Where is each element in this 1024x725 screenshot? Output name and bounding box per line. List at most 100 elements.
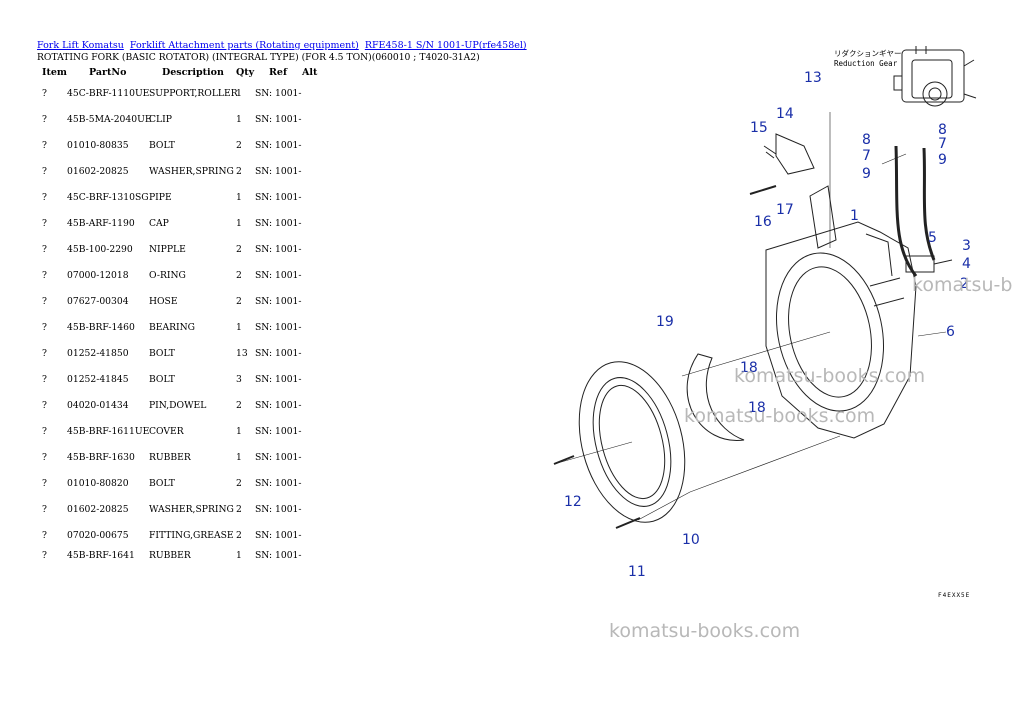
ref-cell: SN: 1001-	[255, 348, 302, 359]
item-cell: ?	[42, 478, 47, 489]
item-cell: ?	[42, 296, 47, 307]
description-cell: CLIP	[149, 114, 172, 125]
ref-cell: SN: 1001-	[255, 270, 302, 281]
qty-cell: 1	[236, 114, 242, 125]
partno-cell: 01602-20825	[67, 504, 129, 515]
description-cell: PIPE	[149, 192, 172, 203]
description-cell: WASHER,SPRING	[149, 504, 234, 515]
watermark: komatsu-books.com	[734, 365, 926, 387]
item-cell: ?	[42, 244, 47, 255]
callout-16: 16	[754, 214, 772, 230]
callout-15: 15	[750, 120, 768, 136]
item-cell: ?	[42, 426, 47, 437]
description-cell: BOLT	[149, 348, 175, 359]
ref-cell: SN: 1001-	[255, 218, 302, 229]
item-cell: ?	[42, 452, 47, 463]
description-cell: HOSE	[149, 296, 178, 307]
qty-cell: 1	[236, 192, 242, 203]
item-cell: ?	[42, 88, 47, 99]
header-partno: PartNo	[89, 67, 127, 78]
description-cell: NIPPLE	[149, 244, 186, 255]
callout-17: 17	[776, 202, 794, 218]
item-cell: ?	[42, 218, 47, 229]
partno-cell: 45B-BRF-1630	[67, 452, 135, 463]
qty-cell: 1	[236, 218, 242, 229]
breadcrumb: Fork Lift Komatsu Forklift Attachment pa…	[37, 40, 530, 51]
ref-cell: SN: 1001-	[255, 192, 302, 203]
housing-drawing	[765, 185, 917, 439]
qty-cell: 3	[236, 374, 242, 385]
table-row: ? 45B-BRF-1630 RUBBER 1 SN: 1001-	[0, 452, 340, 466]
partno-cell: 45B-BRF-1611UE	[67, 426, 150, 437]
page-subtitle: ROTATING FORK (BASIC ROTATOR) (INTEGRAL …	[37, 52, 480, 63]
callout-12: 12	[564, 494, 582, 510]
description-cell: RUBBER	[149, 452, 191, 463]
ref-cell: SN: 1001-	[255, 244, 302, 255]
callout-18: 18	[740, 360, 758, 376]
description-cell: BOLT	[149, 374, 175, 385]
item-cell: ?	[42, 348, 47, 359]
header-ref: Ref	[269, 67, 288, 78]
item-cell: ?	[42, 192, 47, 203]
ref-cell: SN: 1001-	[255, 140, 302, 151]
partno-cell: 45B-5MA-2040UE	[67, 114, 152, 125]
header-item: Item	[42, 67, 67, 78]
partno-cell: 45B-100-2290	[67, 244, 133, 255]
partno-cell: 07627-00304	[67, 296, 129, 307]
qty-cell: 2	[236, 166, 242, 177]
ref-cell: SN: 1001-	[255, 374, 302, 385]
callout-4: 4	[962, 256, 971, 272]
item-cell: ?	[42, 504, 47, 515]
qty-cell: 1	[236, 452, 242, 463]
item-cell: ?	[42, 166, 47, 177]
callout-9: 9	[862, 166, 871, 182]
callout-7: 7	[938, 136, 947, 152]
qty-cell: 2	[236, 270, 242, 281]
description-cell: RUBBER	[149, 550, 191, 561]
item-cell: ?	[42, 530, 47, 541]
partno-cell: 07000-12018	[67, 270, 129, 281]
item-cell: ?	[42, 400, 47, 411]
description-cell: FITTING,GREASE	[149, 530, 234, 541]
ref-cell: SN: 1001-	[255, 426, 302, 437]
ref-cell: SN: 1001-	[255, 400, 302, 411]
callout-6: 6	[946, 324, 955, 340]
partno-cell: 01602-20825	[67, 166, 129, 177]
figure-code: F4EXX5E	[938, 592, 971, 599]
callout-2: 2	[960, 276, 969, 292]
table-row: ? 45B-100-2290 NIPPLE 2 SN: 1001-	[0, 244, 340, 258]
callout-8: 8	[938, 122, 947, 138]
breadcrumb-link-model[interactable]: RFE458-1 S/N 1001-UP(rfe458el)	[364, 40, 527, 51]
qty-cell: 2	[236, 244, 242, 255]
qty-cell: 1	[236, 322, 242, 333]
callout-5: 5	[928, 230, 937, 246]
description-cell: BOLT	[149, 140, 175, 151]
watermark: komatsu-b	[912, 274, 1013, 296]
qty-cell: 2	[236, 478, 242, 489]
breadcrumb-link-attachment[interactable]: Forklift Attachment parts (Rotating equi…	[129, 40, 359, 51]
description-cell: BEARING	[149, 322, 196, 333]
qty-cell: 13	[236, 348, 248, 359]
callout-8: 8	[862, 132, 871, 148]
description-cell: WASHER,SPRING	[149, 166, 234, 177]
description-cell: CAP	[149, 218, 169, 229]
qty-cell: 2	[236, 504, 242, 515]
breadcrumb-link-forklift[interactable]: Fork Lift Komatsu	[37, 40, 124, 51]
partno-cell: 45B-BRF-1460	[67, 322, 135, 333]
ref-cell: SN: 1001-	[255, 452, 302, 463]
header-description: Description	[162, 67, 224, 78]
callout-11: 11	[628, 564, 646, 580]
ref-cell: SN: 1001-	[255, 504, 302, 515]
description-cell: SUPPORT,ROLLER	[149, 88, 238, 99]
ref-cell: SN: 1001-	[255, 88, 302, 99]
callout-10: 10	[682, 532, 700, 548]
